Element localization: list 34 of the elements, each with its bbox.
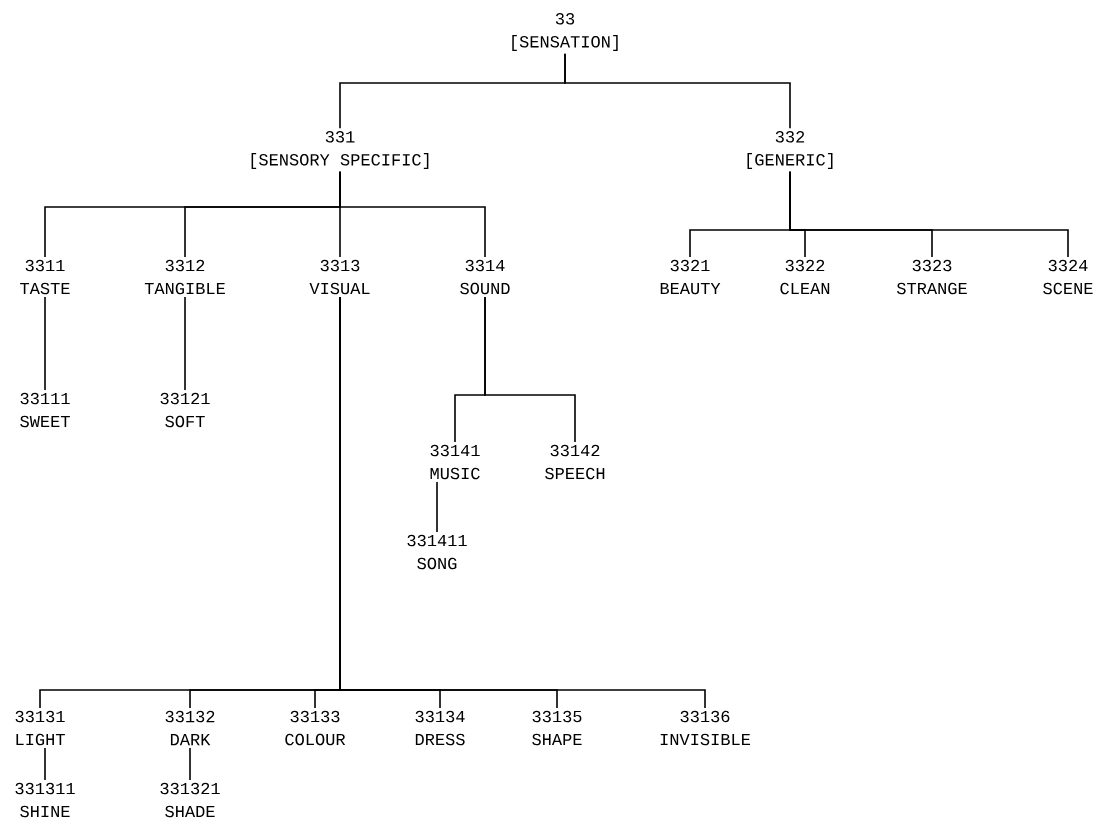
tree-label: 3312 TANGIBLE (144, 259, 225, 295)
tree-label: 33135 SHAPE (532, 710, 582, 746)
tree-label: 3313 VISUAL (309, 259, 370, 295)
tree-line (789, 170, 1069, 258)
tree-line (339, 170, 486, 258)
tree-line (189, 747, 191, 781)
tree-line (44, 296, 46, 391)
tree-line (436, 481, 438, 533)
tree-label: 331311 SHINE (15, 782, 75, 818)
tree-line (339, 296, 706, 709)
tree-label: 33111 SWEET (20, 392, 70, 428)
tree-line (484, 296, 576, 443)
tree-label: 3324 SCENE (1043, 259, 1093, 295)
tree-label: 3311 TASTE (20, 259, 70, 295)
tree-label: 33142 SPEECH (545, 444, 605, 480)
tree-label: 3323 STRANGE (896, 259, 967, 295)
tree-label: 331321 SHADE (160, 782, 220, 818)
tree-label: 332 [GENERIC] (747, 131, 833, 169)
tree-label: 33121 SOFT (160, 392, 210, 428)
tree-label: 3314 SOUND (460, 259, 510, 295)
tree-label: 331 [SENSORY SPECIFIC] (251, 131, 429, 169)
tree-label: 33132 DARK (165, 710, 215, 746)
tree-label: 33 [SENSATION] (512, 13, 618, 51)
tree-line (44, 747, 46, 781)
tree-label: 33141 MUSIC (430, 444, 480, 480)
tree-label: 33133 COLOUR (285, 710, 346, 746)
tree-label: 33131 LIGHT (15, 710, 65, 746)
tree-line (564, 52, 791, 130)
tree-label: 33136 INVISIBLE (660, 710, 750, 746)
tree-label: 3321 BEAUTY (660, 259, 721, 295)
tree-label: 331411 SONG (407, 534, 467, 570)
tree-label: 3322 CLEAN (780, 259, 830, 295)
tree-line (184, 296, 186, 391)
tree-label: 33134 DRESS (415, 710, 465, 746)
